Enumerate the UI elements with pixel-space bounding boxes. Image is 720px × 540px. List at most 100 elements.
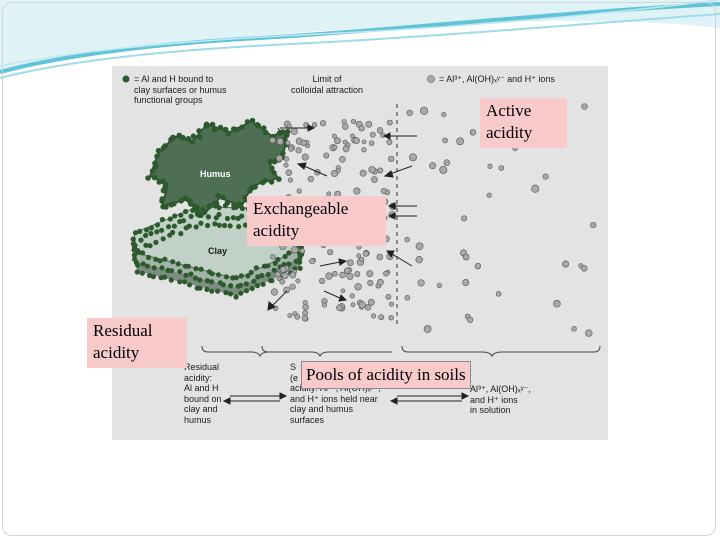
bound-ion-dot — [146, 254, 152, 261]
exchangeable-ion-dot — [281, 272, 289, 280]
solution-ion-dot — [409, 153, 417, 162]
exchangeable-ion-dot — [358, 125, 365, 132]
bound-ion-dot — [206, 203, 212, 209]
bound-ion-dot — [194, 285, 200, 291]
header-wave-banner — [0, 0, 720, 79]
bound-ion-dot — [180, 218, 187, 224]
solution-ion-dot — [417, 279, 425, 287]
exchangeable-ion-dot — [380, 187, 387, 195]
bound-ion-dot — [230, 275, 236, 281]
exchangeable-ion-dot — [361, 139, 367, 145]
exchangeable-ion-dot — [364, 304, 372, 311]
bound-ion-dot — [227, 223, 233, 229]
exchangeable-ion-dot — [286, 123, 292, 129]
bound-ion-dot — [135, 248, 141, 254]
solution-ion-dot — [562, 260, 570, 268]
legend-bound-dot — [122, 75, 130, 83]
solution-ion-dot — [404, 236, 410, 243]
bound-ion-dot — [193, 266, 199, 272]
bound-ion-dot — [217, 124, 224, 131]
bound-ion-dot — [245, 273, 251, 279]
bound-ion-dot — [215, 288, 221, 294]
exchangeable-ion-dot — [353, 137, 360, 144]
exchangeable-ion-dot — [369, 131, 376, 138]
exchangeable-ion-dot — [342, 139, 348, 145]
bound-ion-dot — [212, 221, 218, 227]
bound-ion-dot — [138, 237, 144, 243]
exchangeable-ion-dot — [354, 271, 361, 277]
solution-ion-dot — [581, 103, 588, 110]
exchangeable-ion-dot — [319, 277, 326, 284]
solution-ion-dot — [442, 137, 448, 144]
bound-ion-dot — [147, 272, 153, 279]
bound-ion-dot — [262, 129, 269, 136]
bound-ion-dot — [265, 271, 271, 278]
exchangeable-ion-dot — [302, 300, 308, 306]
solution-ion-dot — [441, 112, 447, 118]
bound-ion-dot — [183, 272, 189, 278]
equilibrium-arrows — [222, 392, 470, 405]
exchangeable-ion-dot — [350, 302, 356, 308]
bound-ion-dot — [152, 160, 158, 167]
bound-ion-dot — [187, 198, 193, 204]
bound-ion-dot — [217, 280, 223, 286]
bound-ion-dot — [154, 153, 160, 160]
bound-ion-dot — [227, 291, 234, 297]
bound-ion-dot — [178, 198, 184, 204]
exchangeable-ion-dot — [368, 140, 375, 146]
bound-ion-dot — [198, 266, 204, 272]
exchangeable-ion-dot — [276, 137, 284, 146]
exchangeable-ion-dot — [288, 146, 294, 152]
exchangeable-ion-dot — [365, 120, 373, 128]
exchangeable-ion-dot — [300, 139, 307, 147]
exchangeable-ion-dot — [307, 175, 314, 183]
bound-ion-dot — [144, 263, 150, 269]
legend-ions-text: = Al³⁺, Al(OH)ₓʸ⁻ and H⁺ ions — [439, 74, 555, 84]
bound-ion-dot — [243, 281, 249, 287]
exchangeable-ion-dot — [294, 313, 301, 320]
bound-ion-dot — [286, 250, 292, 256]
bound-ion-dot — [158, 275, 164, 281]
bound-ion-dot — [140, 261, 146, 267]
bound-ion-dot — [276, 176, 282, 182]
exchangeable-ion-dot — [330, 169, 339, 178]
exchangeable-ion-dot — [376, 127, 384, 134]
bound-ion-dot — [160, 236, 166, 242]
exchangeable-ion-dot — [331, 133, 337, 139]
bound-ion-dot — [215, 272, 222, 278]
bound-ion-dot — [190, 133, 197, 139]
bound-ion-dot — [212, 203, 218, 209]
solution-ion-dot — [467, 316, 474, 323]
exchangeable-ion-dot — [275, 154, 283, 162]
solution-ion-dot — [498, 165, 505, 171]
bound-ion-dot — [239, 205, 245, 212]
bound-ion-dot — [251, 278, 257, 284]
exchangeable-ion-dot — [368, 166, 376, 174]
bound-ion-dot — [239, 213, 245, 219]
bound-ion-dot — [216, 205, 222, 211]
bound-ion-dot — [148, 230, 154, 237]
exchangeable-ion-dot — [361, 147, 367, 153]
exchangeable-ion-dot — [325, 272, 333, 280]
solution-ion-dot — [406, 109, 413, 117]
solution-ion-dot — [571, 326, 577, 332]
solution-ion-dot — [423, 325, 432, 333]
exchangeable-ion-dot — [343, 267, 351, 274]
exchangeable-ion-dot — [270, 254, 276, 260]
exchangeable-ion-dot — [358, 301, 366, 309]
humus-label: Humus — [200, 169, 231, 179]
pool-brackets — [201, 345, 601, 358]
exchangeable-ion-dot — [353, 187, 361, 195]
bound-ion-dot — [151, 174, 158, 181]
exchangeable-ion-dot — [367, 298, 375, 306]
exchangeable-ion-dot — [386, 139, 393, 145]
bound-ion-dot — [219, 194, 226, 201]
bound-ion-dot — [167, 216, 173, 222]
bound-ion-dot — [192, 203, 198, 210]
exchangeable-ion-dot — [283, 156, 290, 162]
exchangeable-ion-dot — [340, 288, 346, 294]
